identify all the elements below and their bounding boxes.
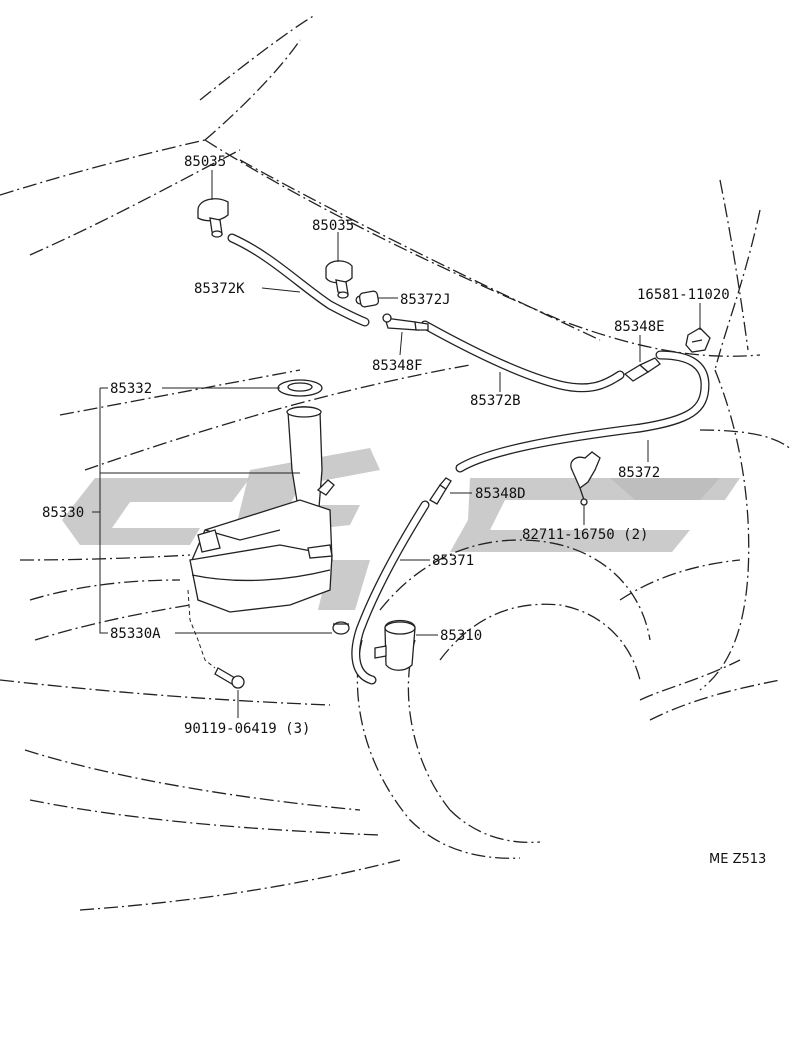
label-82711-16750: 82711-16750 (2) — [522, 527, 648, 543]
joint-85348e — [623, 357, 661, 382]
watermark-logo — [62, 448, 740, 610]
label-85372k: 85372K — [194, 281, 245, 297]
label-85371: 85371 — [432, 553, 474, 569]
label-85372b: 85372B — [470, 393, 521, 409]
washer-nozzle-1 — [197, 198, 229, 238]
washer-nozzle-2 — [325, 260, 353, 299]
cap-85332 — [277, 379, 323, 397]
label-85348d: 85348D — [475, 486, 526, 502]
washer-pump-85310 — [374, 619, 416, 671]
label-85332: 85332 — [110, 381, 152, 397]
grommet-85330a — [332, 621, 350, 635]
label-85310: 85310 — [440, 628, 482, 644]
label-85330a: 85330A — [110, 626, 161, 642]
hose-85372j — [358, 290, 380, 308]
label-85372j: 85372J — [400, 292, 451, 308]
washer-tank-85330 — [189, 406, 335, 613]
label-16581-11020: 16581-11020 — [637, 287, 730, 303]
joint-85348d — [429, 477, 452, 505]
washer-hoses — [227, 233, 710, 685]
label-90119-06419: 90119-06419 (3) — [184, 721, 310, 737]
bolt-90119-06419 — [214, 667, 245, 689]
part-labels: 85035 85035 85372K 85372J 85348F 16581-1… — [42, 154, 766, 867]
label-85348e: 85348E — [614, 319, 665, 335]
leader-lines — [92, 170, 701, 718]
vehicle-body-outline — [0, 14, 792, 911]
clip-16581-11020 — [685, 327, 711, 353]
joint-85348f — [382, 313, 429, 331]
label-85330: 85330 — [42, 505, 84, 521]
label-85035-a: 85035 — [184, 154, 226, 170]
label-85348f: 85348F — [372, 358, 423, 374]
clamp-82711-16750 — [570, 451, 601, 506]
label-85372: 85372 — [618, 465, 660, 481]
diagram-code: ME Z513 — [709, 852, 766, 867]
label-85035-b: 85035 — [312, 218, 354, 234]
